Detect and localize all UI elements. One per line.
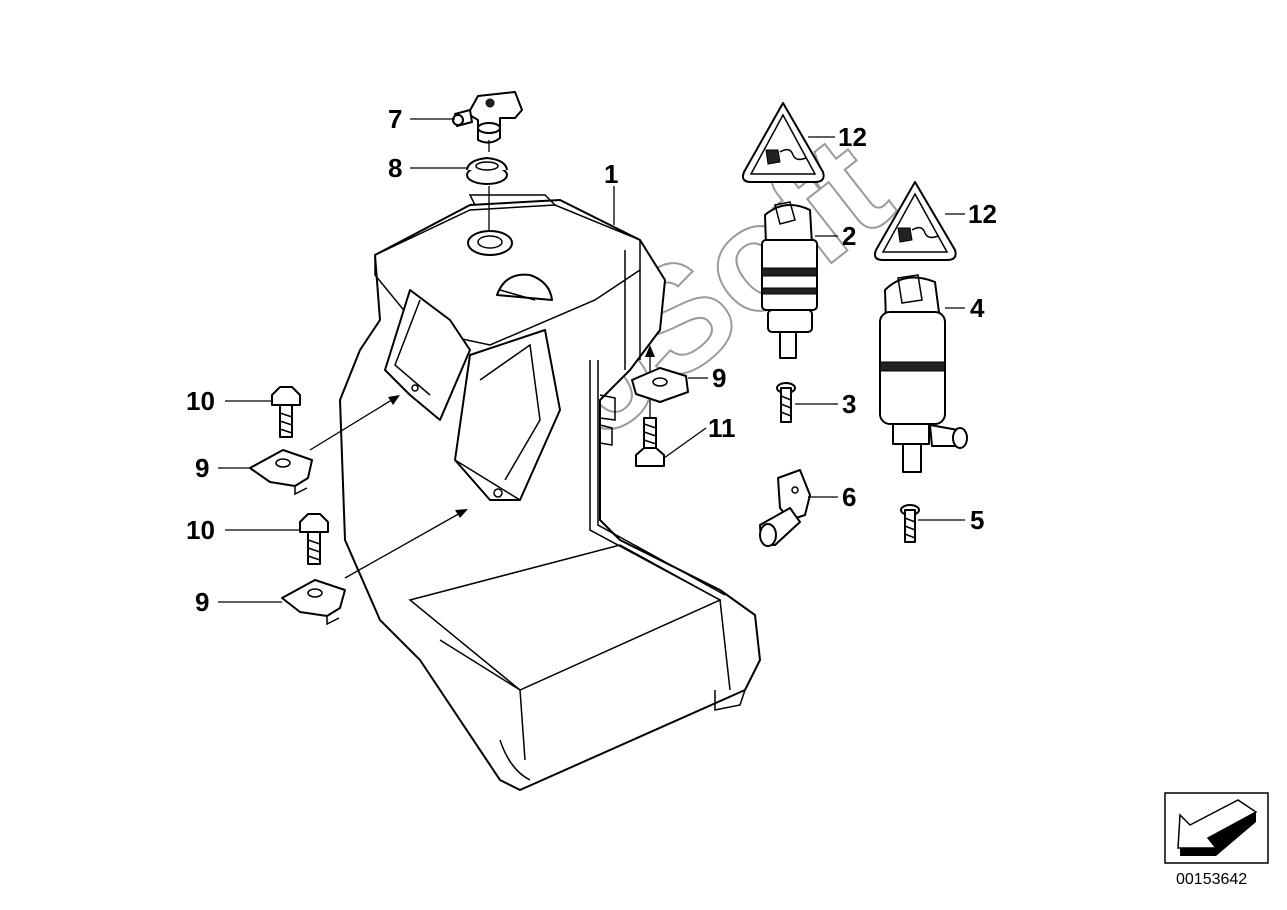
callout-4: 4: [970, 293, 985, 323]
bottom-left-arrow-icon[interactable]: [1164, 792, 1269, 864]
bolt-part-11[interactable]: [635, 417, 665, 467]
callout-12-b: 12: [968, 199, 997, 229]
headlight-pump-part-4[interactable]: [879, 274, 968, 473]
callout-10-a: 10: [186, 386, 215, 416]
clip-nut-part-9-c[interactable]: [281, 579, 346, 626]
callout-12-a: 12: [838, 122, 867, 152]
callout-5: 5: [970, 505, 984, 535]
clip-nut-part-9-b[interactable]: [249, 449, 313, 496]
level-sensor-part-6[interactable]: [759, 469, 811, 547]
clip-nut-part-9-a[interactable]: [631, 367, 689, 403]
warning-label-part-12-a[interactable]: [741, 102, 825, 183]
bolt-part-10-b[interactable]: [299, 513, 329, 565]
screw-part-3[interactable]: [776, 382, 796, 423]
callout-8: 8: [388, 153, 402, 183]
washer-pump-part-2[interactable]: [761, 201, 818, 359]
elbow-connector-part-7[interactable]: [452, 91, 523, 144]
callout-9-c: 9: [195, 587, 209, 617]
grommet-part-8[interactable]: [466, 157, 508, 185]
reservoir-part-1[interactable]: [339, 194, 761, 791]
screw-part-5[interactable]: [900, 504, 920, 543]
callout-2: 2: [842, 221, 856, 251]
callout-3: 3: [842, 389, 856, 419]
bolt-part-10-a[interactable]: [271, 386, 301, 438]
diagram-number: 00153642: [1176, 871, 1247, 888]
callout-10-b: 10: [186, 515, 215, 545]
assembly-arrows: [309, 345, 655, 579]
callout-1: 1: [604, 159, 618, 189]
callout-7: 7: [388, 104, 402, 134]
warning-label-part-12-b[interactable]: [873, 181, 957, 261]
callout-11: 11: [708, 413, 736, 443]
callout-9-b: 9: [195, 453, 209, 483]
callout-6: 6: [842, 482, 856, 512]
leader-lines: [218, 118, 965, 603]
callout-9-a: 9: [712, 363, 726, 393]
